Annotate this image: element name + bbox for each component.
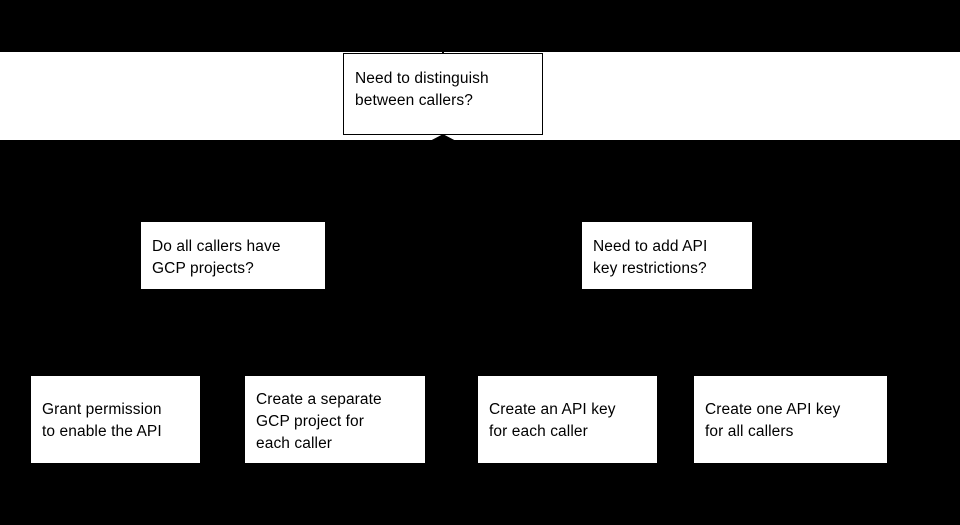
node-need-to-distinguish-between-callers[interactable]: Need to distinguish between callers? xyxy=(343,53,543,135)
node-grant-permission-to-enable-the-api[interactable]: Grant permission to enable the API xyxy=(31,376,200,463)
node-create-one-api-key-for-all-callers[interactable]: Create one API key for all callers xyxy=(694,376,887,463)
node-need-to-add-api-key-restrictions[interactable]: Need to add API key restrictions? xyxy=(582,222,752,289)
node-do-all-callers-have-gcp-projects[interactable]: Do all callers have GCP projects? xyxy=(141,222,325,289)
root-outbound-arrowhead-icon xyxy=(420,134,466,148)
root-inbound-connector-line xyxy=(442,44,444,53)
node-create-an-api-key-for-each-caller[interactable]: Create an API key for each caller xyxy=(478,376,657,463)
node-create-a-separate-gcp-project-for-each-caller[interactable]: Create a separate GCP project for each c… xyxy=(245,376,425,463)
